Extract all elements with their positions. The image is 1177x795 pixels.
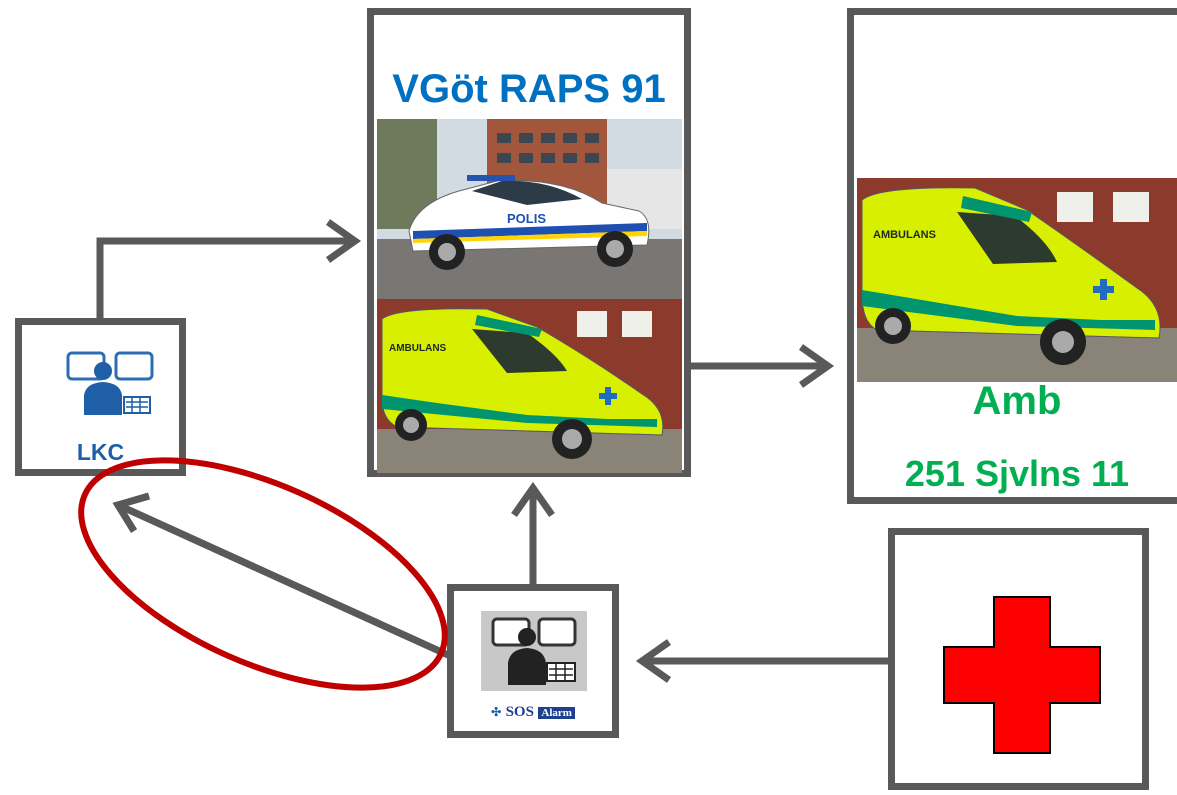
sos-operator-workstation-icon — [481, 611, 587, 691]
arrow-sos-to-vehicle-head — [511, 481, 555, 518]
police-car-photo: POLIS — [377, 119, 682, 299]
vehicle-unit-box: VGöt RAPS 91 POLIS — [367, 8, 691, 477]
arrow-vehicle-to-ambulance-head — [798, 344, 835, 388]
ambulance-unit-title: Amb — [972, 379, 1062, 423]
arrow-lkc-to-vehicle-head — [325, 219, 362, 263]
operator-workstation-icon — [66, 351, 154, 415]
sos-logo-text: SOS — [505, 704, 534, 720]
red-cross-icon — [943, 596, 1101, 754]
ambulance-large-text: AMBULANS — [873, 229, 936, 241]
arrow-lkc-to-vehicle — [96, 237, 355, 322]
police-car-text: POLIS — [507, 211, 546, 226]
ambulance-photo-small: AMBULANS — [377, 299, 682, 473]
lkc-label: LKC — [76, 439, 125, 465]
ambulance-photo-large: AMBULANS — [857, 178, 1177, 382]
ambulance-unit-subtitle: 251 Sjvlns 11 — [904, 453, 1130, 494]
arrow-sos-to-lkc-overlay — [116, 501, 450, 659]
sos-alarm-logo: ✣ SOS Alarm — [454, 703, 612, 721]
arrow-sos-to-lkc-overlay-head — [112, 492, 150, 533]
sos-alarm-box: ✣ SOS Alarm — [447, 584, 619, 738]
vehicle-unit-title: VGöt RAPS 91 — [392, 67, 666, 111]
lkc-box: LKC — [15, 318, 186, 476]
alarm-logo-text: Alarm — [538, 707, 575, 719]
red-cross-box — [888, 528, 1149, 790]
arrow-redcross-to-sos-head — [635, 639, 672, 683]
ambulance-small-text: AMBULANS — [389, 343, 447, 354]
ambulance-unit-box: AMBULANS Amb 251 Sjvlns 11 — [847, 8, 1177, 504]
sos-logo-mark-icon: ✣ — [491, 705, 502, 719]
highlight-ellipse — [78, 457, 448, 691]
